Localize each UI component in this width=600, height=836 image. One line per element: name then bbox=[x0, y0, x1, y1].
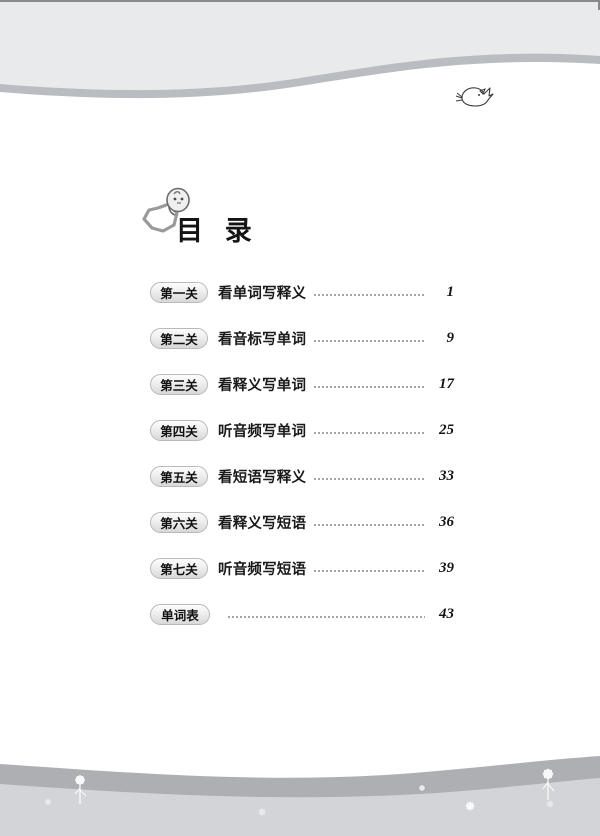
toc-dot-leader bbox=[227, 607, 425, 621]
page-title: 目 录 bbox=[136, 186, 253, 250]
toc-row[interactable]: 单词表 43 bbox=[150, 603, 454, 625]
toc-row[interactable]: 第五关 看短语写释义 33 bbox=[150, 465, 454, 487]
toc-page-number: 1 bbox=[446, 283, 455, 300]
small-flower-icon bbox=[44, 798, 52, 806]
page-top-edge-line bbox=[0, 0, 600, 2]
toc-page-number: 39 bbox=[439, 559, 454, 576]
page-right-edge-mark bbox=[598, 0, 600, 10]
toc-badge: 第一关 bbox=[150, 281, 208, 303]
toc-badge: 第五关 bbox=[150, 465, 208, 487]
toc-row[interactable]: 第三关 看释义写单词 17 bbox=[150, 373, 454, 395]
toc-page-number: 43 bbox=[439, 605, 454, 622]
toc-label: 看释义写短语 bbox=[218, 515, 307, 532]
toc-dot-leader bbox=[313, 515, 425, 529]
small-flower-icon bbox=[546, 800, 554, 808]
toc-list: 第一关 看单词写释义 1 第二关 看音标写单词 9 第三关 看释义写单词 17 … bbox=[150, 281, 454, 625]
toc-page-number: 9 bbox=[446, 329, 455, 346]
toc-dot-leader bbox=[313, 423, 425, 437]
page-title-text: 目 录 bbox=[176, 216, 253, 247]
toc-badge: 单词表 bbox=[150, 603, 210, 625]
small-flower-icon bbox=[258, 808, 266, 816]
toc-row[interactable]: 第四关 听音频写单词 25 bbox=[150, 419, 454, 441]
toc-badge: 第三关 bbox=[150, 373, 208, 395]
toc-page-number: 25 bbox=[439, 421, 454, 438]
toc-badge: 第六关 bbox=[150, 511, 208, 533]
toc-row[interactable]: 第二关 看音标写单词 9 bbox=[150, 327, 454, 349]
toc-badge: 第四关 bbox=[150, 419, 208, 441]
toc-page-number: 17 bbox=[439, 375, 454, 392]
top-wave-decoration bbox=[0, 0, 600, 99]
toc-label: 看单词写释义 bbox=[218, 285, 307, 302]
toc-label: 看音标写单词 bbox=[218, 331, 307, 348]
toc-row[interactable]: 第六关 看释义写短语 36 bbox=[150, 511, 454, 533]
toc-page-number: 36 bbox=[439, 513, 454, 530]
toc-dot-leader bbox=[313, 377, 425, 391]
small-flower-icon bbox=[419, 785, 425, 791]
toc-badge: 第二关 bbox=[150, 327, 208, 349]
toc-label: 看短语写释义 bbox=[218, 469, 307, 486]
toc-dot-leader bbox=[313, 331, 425, 345]
dandelion-flower-icon bbox=[74, 775, 87, 804]
toc-label: 看释义写单词 bbox=[218, 377, 307, 394]
small-flower-icon bbox=[465, 801, 475, 811]
toc-page-number: 33 bbox=[439, 467, 454, 484]
toc-dot-leader bbox=[313, 285, 425, 299]
toc-dot-leader bbox=[313, 561, 425, 575]
chick-icon bbox=[166, 187, 190, 216]
toc-row[interactable]: 第七关 听音频写短语 39 bbox=[150, 557, 454, 579]
bottom-wave-decoration bbox=[0, 756, 600, 836]
dandelion-flower-icon bbox=[542, 768, 555, 800]
toc-row[interactable]: 第一关 看单词写释义 1 bbox=[150, 281, 454, 303]
toc-dot-leader bbox=[313, 469, 425, 483]
toc-label: 听音频写单词 bbox=[218, 423, 307, 440]
star-outline-icon bbox=[136, 186, 198, 250]
bird-flying-icon bbox=[455, 87, 494, 107]
toc-badge: 第七关 bbox=[150, 557, 208, 579]
toc-label: 听音频写短语 bbox=[218, 561, 307, 578]
